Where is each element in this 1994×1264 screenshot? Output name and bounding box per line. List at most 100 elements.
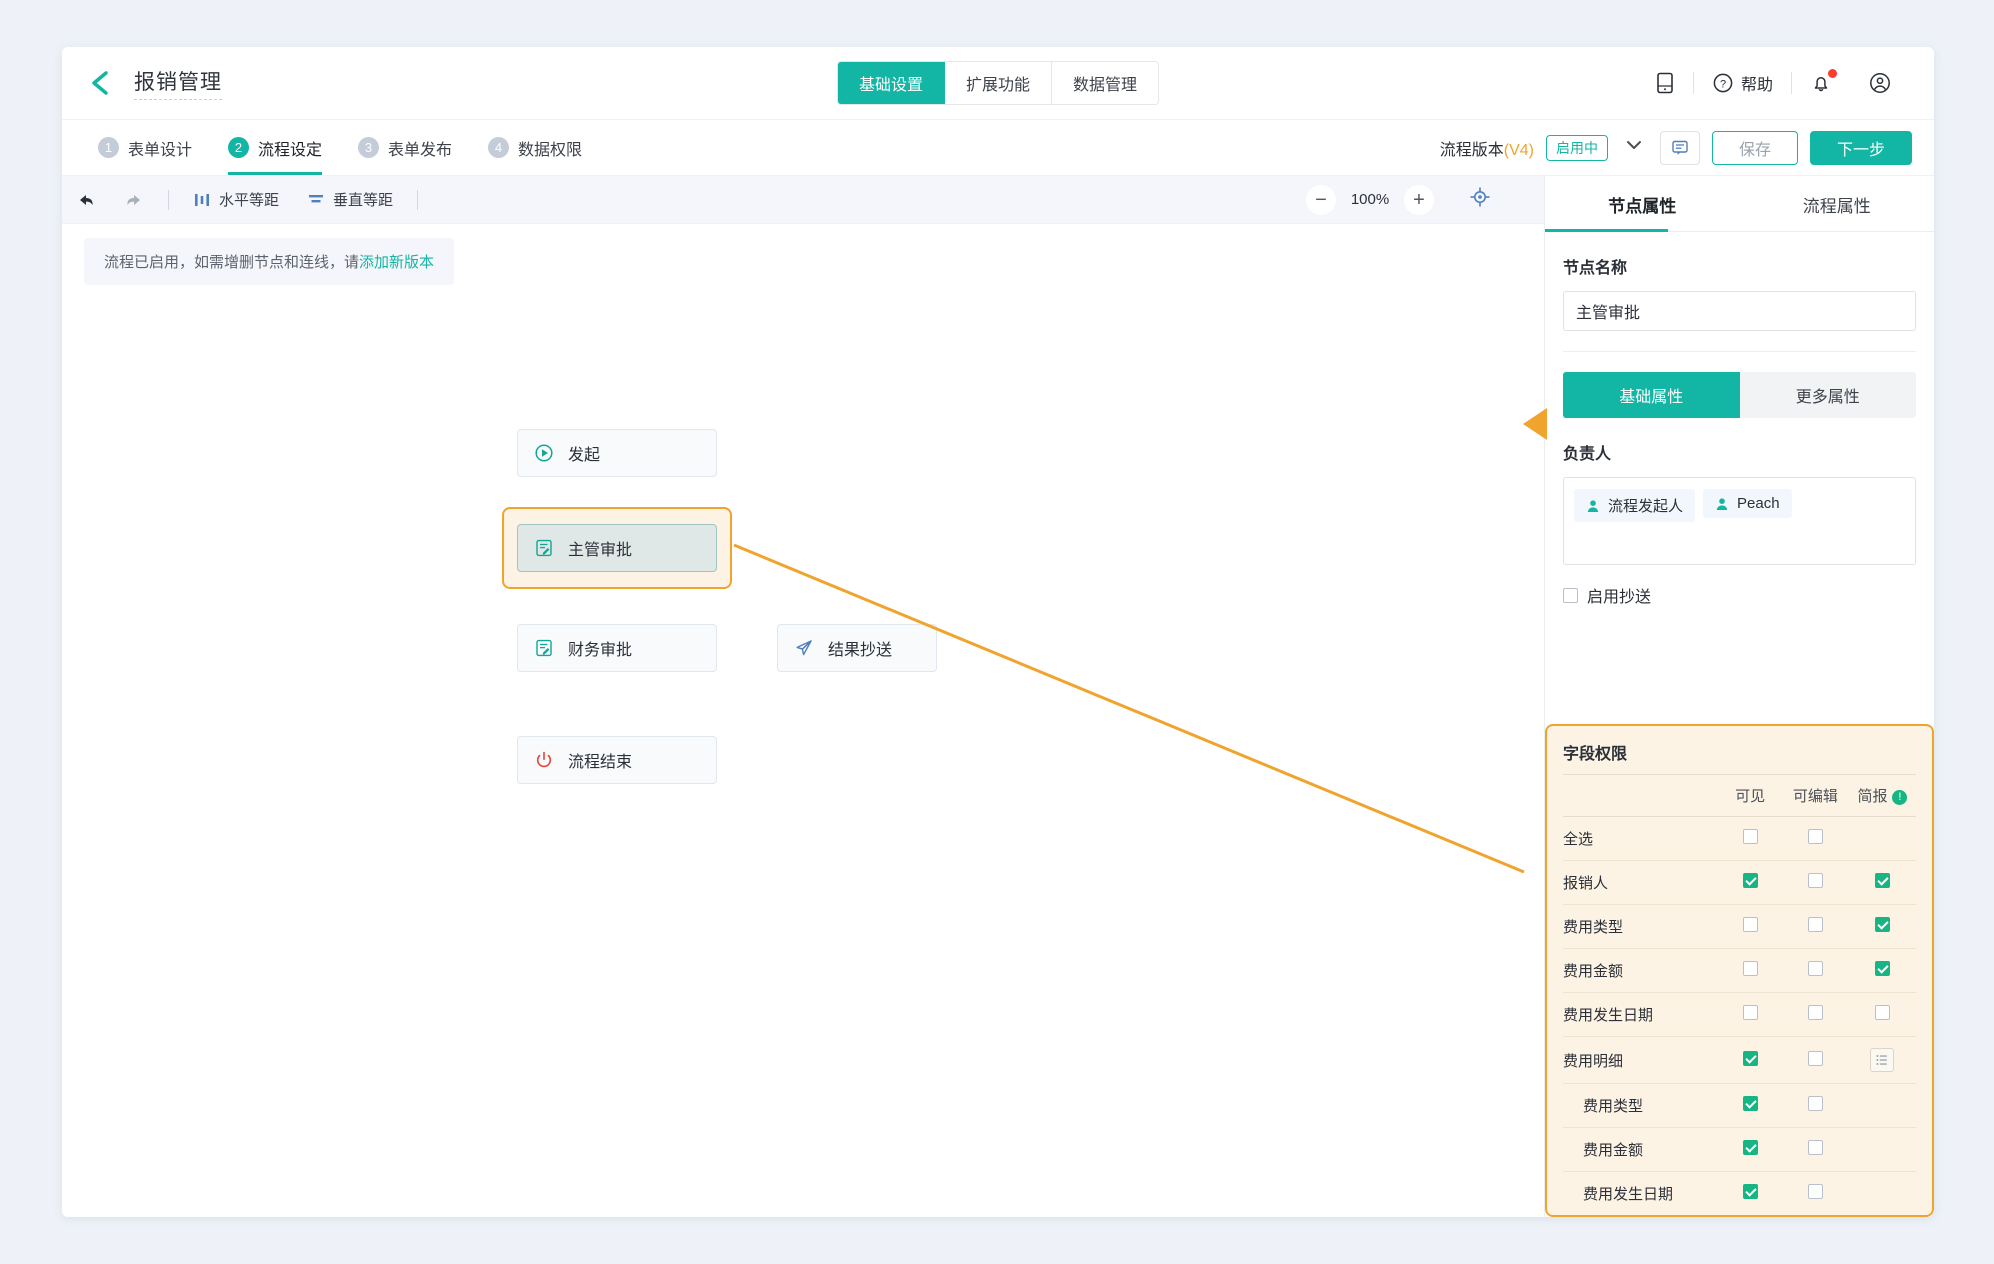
visible-checkbox[interactable] — [1742, 873, 1758, 888]
add-new-version-link[interactable]: 添加新版本 — [359, 254, 435, 271]
visible-checkbox[interactable] — [1742, 1050, 1758, 1066]
zoom-out-button[interactable]: − — [1306, 184, 1336, 215]
notifications-button[interactable] — [1792, 69, 1850, 94]
tab-extended-features[interactable]: 扩展功能 — [944, 62, 1053, 104]
visible-checkbox[interactable] — [1742, 917, 1758, 932]
bell-icon — [1814, 77, 1828, 92]
visible-checkbox[interactable] — [1742, 1096, 1758, 1111]
brief-checkbox[interactable] — [1874, 873, 1890, 888]
flow-node-manager-approval[interactable]: 主管审批 — [517, 524, 717, 572]
brief-checkbox[interactable] — [1874, 1005, 1890, 1020]
horizontal-distribute-button[interactable]: 水平等距 — [179, 176, 293, 223]
vertical-distribute-button[interactable]: 垂直等距 — [293, 176, 407, 223]
editable-checkbox[interactable] — [1807, 873, 1823, 888]
visible-checkbox[interactable] — [1742, 1140, 1758, 1155]
flow-node-finance-approval[interactable]: 财务审批 — [517, 624, 717, 672]
horizontal-distribute-label: 水平等距 — [219, 192, 280, 209]
brief-cell — [1848, 816, 1916, 861]
tab-basic-settings[interactable]: 基础设置 — [837, 62, 945, 104]
paper-plane-icon — [794, 638, 814, 658]
version-label-text: 流程版本 — [1439, 141, 1504, 159]
comments-button[interactable] — [1659, 130, 1700, 165]
field-permissions-table: 可见 可编辑 简报! 全选 报销人费用类型费用金额费用发生日期费用明细费用类型 … — [1563, 774, 1916, 1215]
field-permissions-title: 字段权限 — [1563, 746, 1628, 763]
editable-checkbox[interactable] — [1807, 1005, 1823, 1020]
permission-row-label: 费用金额 — [1563, 948, 1719, 993]
editable-checkbox[interactable] — [1807, 961, 1823, 976]
owner-label: 负责人 — [1563, 446, 1612, 463]
process-enabled-banner: 流程已启用，如需增删节点和连线，请添加新版本 — [84, 238, 455, 285]
mobile-preview-button[interactable] — [1637, 71, 1693, 95]
permission-row: 全选 — [1563, 816, 1916, 861]
divider — [1692, 72, 1694, 94]
flow-node-label: 结果抄送 — [828, 642, 893, 659]
visible-checkbox[interactable] — [1742, 829, 1758, 844]
brief-checkbox[interactable] — [1874, 961, 1890, 976]
owner-chip-peach[interactable]: Peach — [1703, 489, 1792, 518]
owner-box[interactable]: 流程发起人 Peach — [1563, 477, 1916, 565]
editable-checkbox[interactable] — [1807, 1140, 1823, 1155]
info-icon[interactable]: ! — [1892, 790, 1908, 805]
permission-row: 费用金额 — [1563, 1127, 1916, 1172]
node-name-input[interactable] — [1563, 291, 1916, 331]
version-dropdown-button[interactable] — [1620, 138, 1648, 157]
visible-checkbox[interactable] — [1742, 1184, 1758, 1199]
editable-checkbox[interactable] — [1807, 1050, 1823, 1066]
editable-checkbox[interactable] — [1807, 1096, 1823, 1111]
user-icon — [1716, 497, 1728, 510]
permissions-header-row: 可见 可编辑 简报! — [1563, 774, 1916, 817]
divider — [168, 189, 169, 210]
zoom-in-button[interactable]: + — [1404, 184, 1434, 215]
brief-cell — [1848, 860, 1916, 905]
zoom-controls: − 100% + — [1306, 184, 1434, 215]
divider — [1563, 351, 1916, 352]
permission-row: 报销人 — [1563, 860, 1916, 905]
fit-to-screen-button[interactable] — [1468, 185, 1492, 214]
tab-data-management[interactable]: 数据管理 — [1052, 62, 1159, 104]
step-form-publish[interactable]: 3 表单发布 — [340, 120, 470, 175]
enable-cc-checkbox[interactable] — [1563, 587, 1578, 603]
subform-list-button[interactable] — [1870, 1048, 1895, 1072]
owner-chip-initiator[interactable]: 流程发起人 — [1574, 489, 1696, 522]
col-brief-label: 简报 — [1857, 788, 1888, 805]
flow-node-label: 发起 — [568, 447, 601, 464]
flow-node-start[interactable]: 发起 — [517, 429, 717, 477]
step-process-setup[interactable]: 2 流程设定 — [210, 120, 340, 175]
flow-node-result-cc[interactable]: 结果抄送 — [777, 624, 937, 672]
properties-panel: 节点属性 流程属性 节点名称 基础属性 更多属性 负责人 — [1523, 176, 1934, 1217]
editable-checkbox[interactable] — [1807, 829, 1823, 844]
editable-cell — [1781, 1036, 1849, 1084]
permission-row: 费用金额 — [1563, 948, 1916, 993]
brief-cell — [1848, 948, 1916, 993]
editable-checkbox[interactable] — [1807, 917, 1823, 932]
visible-cell — [1718, 948, 1782, 993]
editable-checkbox[interactable] — [1807, 1184, 1823, 1199]
next-step-button[interactable]: 下一步 — [1809, 130, 1912, 165]
step-form-design[interactable]: 1 表单设计 — [80, 120, 210, 175]
user-avatar-button[interactable] — [1850, 71, 1910, 95]
help-button[interactable]: ? 帮助 — [1694, 71, 1791, 95]
step-label: 表单发布 — [388, 141, 453, 159]
canvas-toolbar: 水平等距 垂直等距 − 100% + — [62, 176, 1544, 224]
pill-basic-properties[interactable]: 基础属性 — [1563, 372, 1740, 418]
visible-checkbox[interactable] — [1742, 961, 1758, 976]
step-data-permissions[interactable]: 4 数据权限 — [470, 120, 600, 175]
flow-node-label: 财务审批 — [568, 642, 633, 659]
panel-body: 节点名称 基础属性 更多属性 负责人 流程发起人 — [1545, 232, 1934, 1217]
back-button[interactable] — [80, 63, 120, 103]
header-actions: ? 帮助 — [1637, 69, 1910, 95]
editable-cell — [1781, 860, 1849, 905]
app-header: 报销管理 基础设置 扩展功能 数据管理 ? 帮助 — [62, 47, 1934, 120]
tab-process-properties[interactable]: 流程属性 — [1802, 197, 1871, 216]
save-button[interactable]: 保存 — [1711, 130, 1798, 165]
tab-node-properties[interactable]: 节点属性 — [1545, 176, 1740, 232]
flow-node-end[interactable]: 流程结束 — [517, 736, 717, 784]
pill-more-properties[interactable]: 更多属性 — [1739, 372, 1916, 418]
visible-checkbox[interactable] — [1742, 1005, 1758, 1020]
owner-chip-label: 流程发起人 — [1608, 498, 1684, 515]
brief-checkbox[interactable] — [1874, 917, 1890, 932]
undo-button[interactable] — [62, 176, 110, 223]
redo-button[interactable] — [110, 176, 158, 223]
fit-to-screen-icon — [1470, 187, 1490, 207]
enable-cc-checkbox-row[interactable]: 启用抄送 — [1563, 583, 1916, 607]
